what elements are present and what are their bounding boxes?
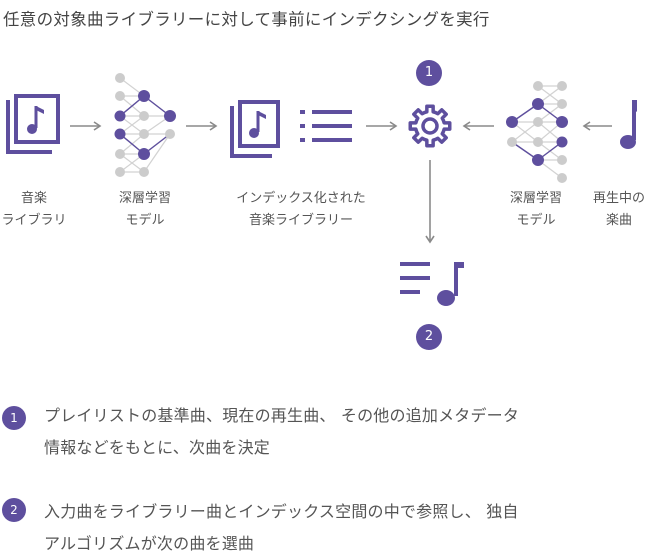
label-line: ライブラリ	[1, 213, 67, 228]
list-icon	[300, 110, 352, 142]
flow-diagram	[6, 73, 637, 306]
note-number-1: 1	[2, 406, 26, 430]
label-now-playing: 再生中の 楽曲	[584, 188, 654, 232]
indexed-library-icon	[230, 100, 280, 158]
note-line: 入力曲をライブラリー曲とインデックス空間の中で参照し、 独自	[44, 502, 519, 521]
note-number-2: 2	[2, 498, 26, 522]
diagram-title: 任意の対象曲ライブラリーに対して事前にインデクシングを実行	[3, 10, 490, 29]
note-text-1: プレイリストの基準曲、現在の再生曲、 その他の追加メタデータ 情報などをもとに、…	[44, 400, 649, 464]
label-line: インデックス化された	[236, 191, 366, 206]
label-music-library: 音楽 ライブラリ	[0, 188, 74, 232]
note-text-2: 入力曲をライブラリー曲とインデックス空間の中で参照し、 独自 アルゴリズムが次の…	[44, 496, 649, 560]
label-indexed-library: インデックス化された 音楽ライブラリー	[216, 188, 386, 232]
note-line: アルゴリズムが次の曲を選曲	[44, 534, 255, 553]
step-badge-2: 2	[416, 324, 442, 350]
label-line: 音楽ライブラリー	[248, 213, 353, 228]
label-line: 再生中の	[592, 191, 645, 206]
note-line: 情報などをもとに、次曲を決定	[44, 438, 271, 457]
music-library-icon	[6, 94, 60, 154]
music-note-icon	[620, 100, 637, 149]
neural-net-icon	[114, 73, 176, 177]
gear-icon	[408, 104, 452, 148]
step-badge-1: 1	[416, 60, 442, 86]
label-line: 深層学習	[509, 191, 562, 206]
label-deep-learning-model-2: 深層学習 モデル	[496, 188, 576, 232]
label-line: モデル	[516, 213, 556, 228]
neural-net-icon	[506, 81, 568, 183]
playlist-icon	[400, 262, 464, 306]
label-line: 深層学習	[118, 191, 171, 206]
label-deep-learning-model: 深層学習 モデル	[105, 188, 185, 232]
label-line: モデル	[125, 213, 165, 228]
label-line: 音楽	[20, 191, 47, 206]
label-line: 楽曲	[605, 213, 632, 228]
note-line: プレイリストの基準曲、現在の再生曲、 その他の追加メタデータ	[44, 406, 520, 425]
